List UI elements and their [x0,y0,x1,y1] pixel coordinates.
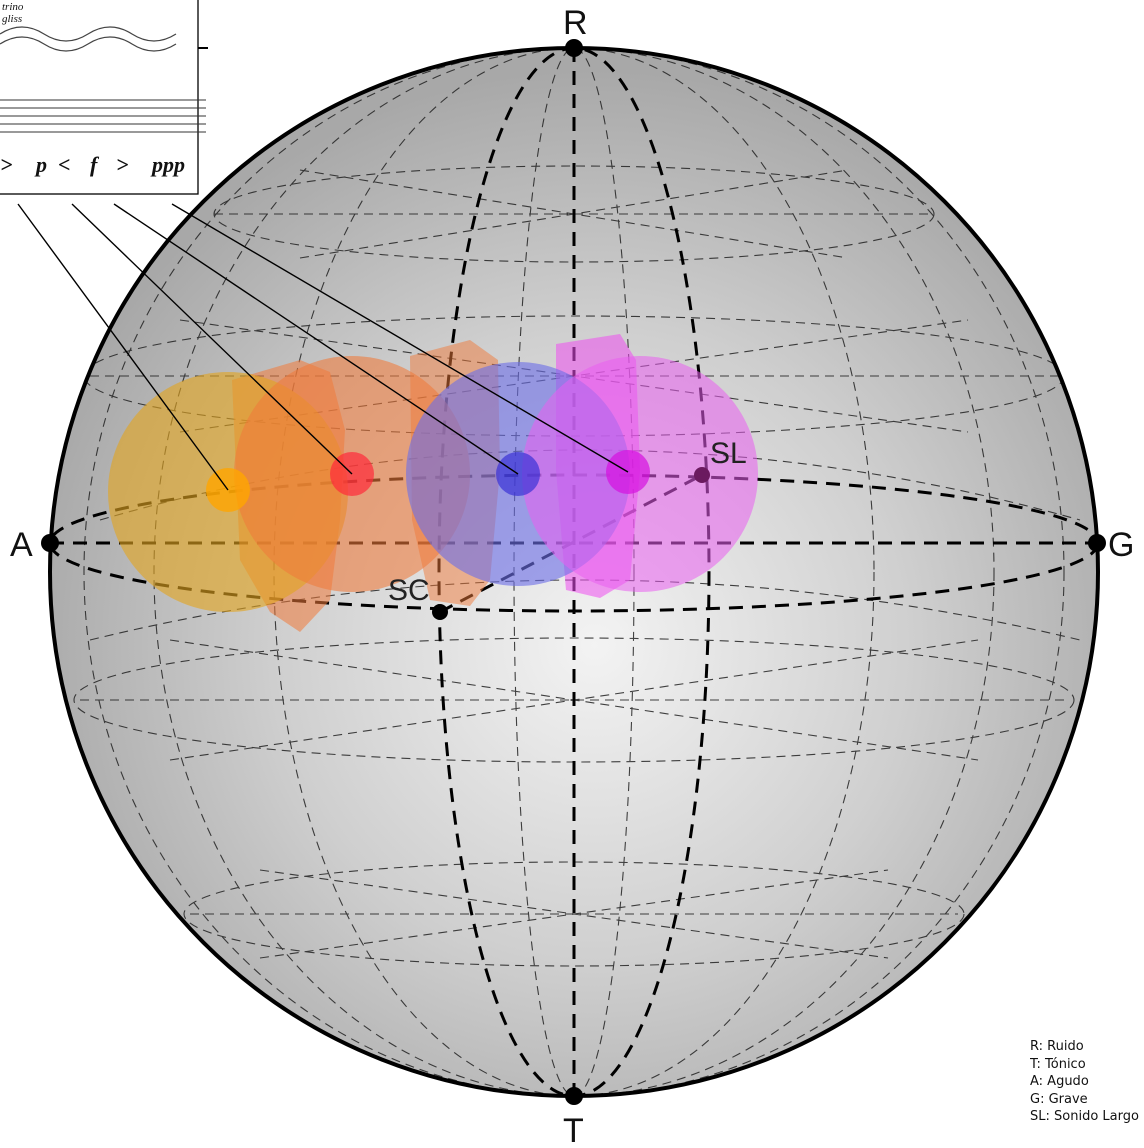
dynamic-ppp: ppp [150,152,185,177]
dynamic-decresc-2: > [116,152,129,177]
dynamics-row: > p < f > ppp [0,152,185,177]
pole-label-bottom: T [563,1112,584,1148]
pole-label-top: R [563,4,588,42]
trill-wave-upper [0,26,177,42]
point-dot-sl [694,467,710,483]
dynamic-f: f [90,152,100,177]
legend-item: SL: Sonido Largo [1030,1109,1139,1125]
score-inset: trino gliss > p < f > ppp [0,0,208,195]
pole-dot-bottom [565,1087,583,1105]
ornament-label-gliss: gliss [2,13,22,25]
staff-lines [0,99,206,133]
ornament-label-trino: trino [2,1,24,13]
pole-dot-top [565,39,583,57]
dynamic-p: p [34,152,47,177]
point-label-sc: SC [388,574,430,607]
pole-dot-right [1088,534,1106,552]
pole-label-right: G [1108,526,1134,564]
sound-blobs [108,334,758,632]
pole-dot-left [41,534,59,552]
dynamic-cresc: < [58,152,71,177]
leader-lines [17,203,629,491]
point-label-sl: SL [710,437,747,470]
pole-markers [41,39,1106,1105]
point-dot-sc [432,604,448,620]
pole-label-left: A [10,526,33,564]
legend: R: Ruido T: Tónico A: Agudo G: Grave SL:… [1030,1038,1144,1126]
legend-item: T: Tónico [1030,1056,1086,1072]
legend-item: A: Agudo [1030,1074,1089,1090]
legend-item: R: Ruido [1030,1039,1084,1054]
trill-wave-lower [0,36,177,52]
legend-item: G: Grave [1030,1091,1088,1107]
dynamic-decresc-1: > [0,152,13,177]
